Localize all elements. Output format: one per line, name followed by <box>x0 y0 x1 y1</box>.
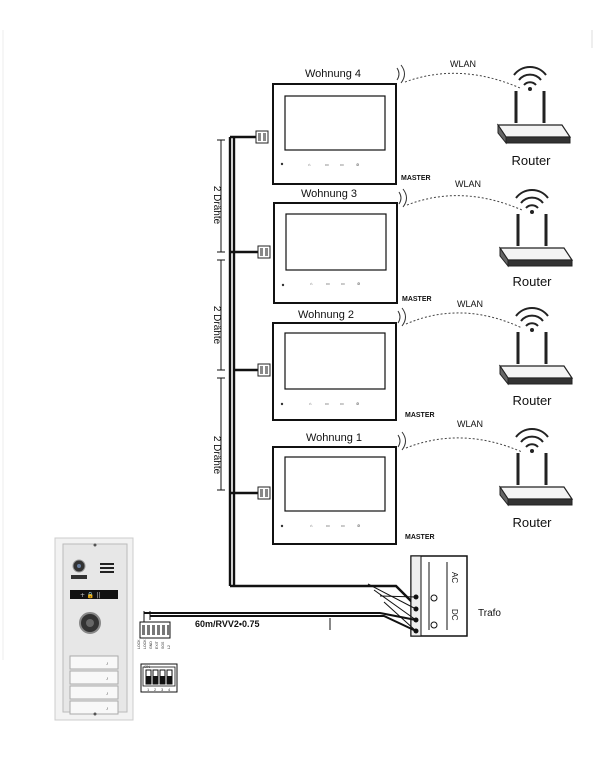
call-button-2[interactable] <box>69 670 119 685</box>
door-station: + 🔒 || ♪ ♪ ♪ ♪ <box>54 537 134 721</box>
wlan-label: WLAN <box>457 299 483 309</box>
svg-text:⊘: ⊘ <box>356 162 359 167</box>
monitor-buttons: ⌂ ▭ ▭ ⊘ <box>310 523 360 528</box>
master-tag: MASTER <box>402 296 432 303</box>
call-button-4[interactable] <box>69 700 119 715</box>
svg-text:LOCK: LOCK <box>143 639 147 649</box>
svg-text:▭: ▭ <box>341 523 345 528</box>
svg-text:EXIT: EXIT <box>155 640 159 649</box>
terminal-block: LOCK LOCK GND EXIT SOS L2 <box>137 621 171 649</box>
svg-text:2: 2 <box>154 687 157 692</box>
monitor-buttons: ⌂ ▭ ▭ ⊘ <box>309 401 359 406</box>
svg-text:▭: ▭ <box>325 401 329 406</box>
monitor-title: Wohnung 4 <box>305 68 361 80</box>
svg-text:1: 1 <box>147 687 150 692</box>
wire-bus <box>228 135 417 607</box>
svg-text:⌂: ⌂ <box>308 162 311 167</box>
monitor-title: Wohnung 1 <box>306 432 362 444</box>
monitor-wohnung-2: Wohnung 2 ⌂ ▭ ▭ ⊘ MASTER <box>257 307 435 421</box>
svg-text:⌂: ⌂ <box>310 281 313 286</box>
svg-text:⊘: ⊘ <box>357 523 360 528</box>
monitor-title: Wohnung 3 <box>301 188 357 200</box>
call-button-3[interactable] <box>69 685 119 700</box>
svg-text:▭: ▭ <box>326 281 330 286</box>
router-label: Router <box>512 274 552 289</box>
router-label: Router <box>512 515 552 530</box>
wifi-signal-icon <box>397 310 401 324</box>
svg-text:▭: ▭ <box>326 523 330 528</box>
svg-text:SOS: SOS <box>161 641 165 649</box>
svg-text:⌂: ⌂ <box>309 401 312 406</box>
router-icon <box>498 188 574 268</box>
cable-spec-label: 60m/RVV2•0.75 <box>195 619 260 629</box>
transformer-wiring <box>143 583 417 632</box>
monitor-wohnung-1: Wohnung 1 ⌂ ▭ ▭ ⊘ MASTER <box>257 431 435 545</box>
router-icon <box>496 65 572 145</box>
wlan-label: WLAN <box>455 179 481 189</box>
svg-text:⊘: ⊘ <box>356 401 359 406</box>
svg-text:+ 🔒 ||: + 🔒 || <box>80 591 100 599</box>
wlan-label: WLAN <box>457 419 483 429</box>
svg-text:ON: ON <box>144 664 150 669</box>
call-button-1[interactable] <box>69 655 119 670</box>
master-tag: MASTER <box>405 534 435 541</box>
svg-text:4: 4 <box>168 687 171 692</box>
wifi-signal-icon <box>397 434 401 448</box>
transformer-ac-label: AC <box>450 572 459 583</box>
svg-text:▭: ▭ <box>340 401 344 406</box>
svg-text:GND: GND <box>149 641 153 649</box>
display-strip <box>70 590 118 599</box>
monitor-wohnung-4: Wohnung 4 ⌂ ▭ ▭ ⊘ MASTER <box>255 64 431 185</box>
wlan-link <box>404 72 521 89</box>
svg-text:L2: L2 <box>167 645 171 649</box>
monitor-connector <box>257 486 271 500</box>
svg-text:▭: ▭ <box>340 162 344 167</box>
svg-text:▭: ▭ <box>341 281 345 286</box>
svg-text:♪: ♪ <box>106 691 109 697</box>
transformer: AC DC <box>410 555 468 637</box>
wlan-link <box>405 437 523 453</box>
router-label: Router <box>511 153 551 168</box>
wire-label-bottom: 2 Drähte <box>211 436 222 475</box>
wlan-link <box>405 312 523 329</box>
transformer-label: Trafo <box>478 608 501 619</box>
router-icon <box>498 306 574 386</box>
wifi-signal-icon <box>398 191 402 205</box>
router-label: Router <box>512 393 552 408</box>
wlan-link <box>406 195 523 211</box>
svg-text:♪: ♪ <box>106 661 109 667</box>
wire-label-middle: 2 Drähte <box>211 306 222 345</box>
wlan-label: WLAN <box>450 59 476 69</box>
transformer-dc-label: DC <box>450 609 459 621</box>
svg-text:⌂: ⌂ <box>310 523 313 528</box>
master-tag: MASTER <box>405 412 435 419</box>
svg-text:⊘: ⊘ <box>357 281 360 286</box>
monitor-wohnung-3: Wohnung 3 ⌂ ▭ ▭ ⊘ MASTER <box>257 188 432 304</box>
monitor-connector <box>257 363 271 377</box>
svg-text:♪: ♪ <box>106 676 109 682</box>
wire-dimension-markers <box>217 139 225 491</box>
svg-text:LOCK: LOCK <box>137 639 141 649</box>
wire-label-top: 2 Drähte <box>211 186 222 225</box>
monitor-title: Wohnung 2 <box>298 309 354 321</box>
monitor-buttons: ⌂ ▭ ▭ ⊘ <box>310 281 360 286</box>
wifi-signal-icon <box>396 67 400 81</box>
monitor-connector <box>257 245 271 259</box>
monitor-buttons: ⌂ ▭ ▭ ⊘ <box>308 162 359 167</box>
monitor-connector <box>255 130 269 144</box>
master-tag: MASTER <box>401 175 431 182</box>
router-icon <box>498 427 574 507</box>
svg-text:▭: ▭ <box>325 162 329 167</box>
svg-text:3: 3 <box>161 687 164 692</box>
svg-text:♪: ♪ <box>106 706 109 712</box>
